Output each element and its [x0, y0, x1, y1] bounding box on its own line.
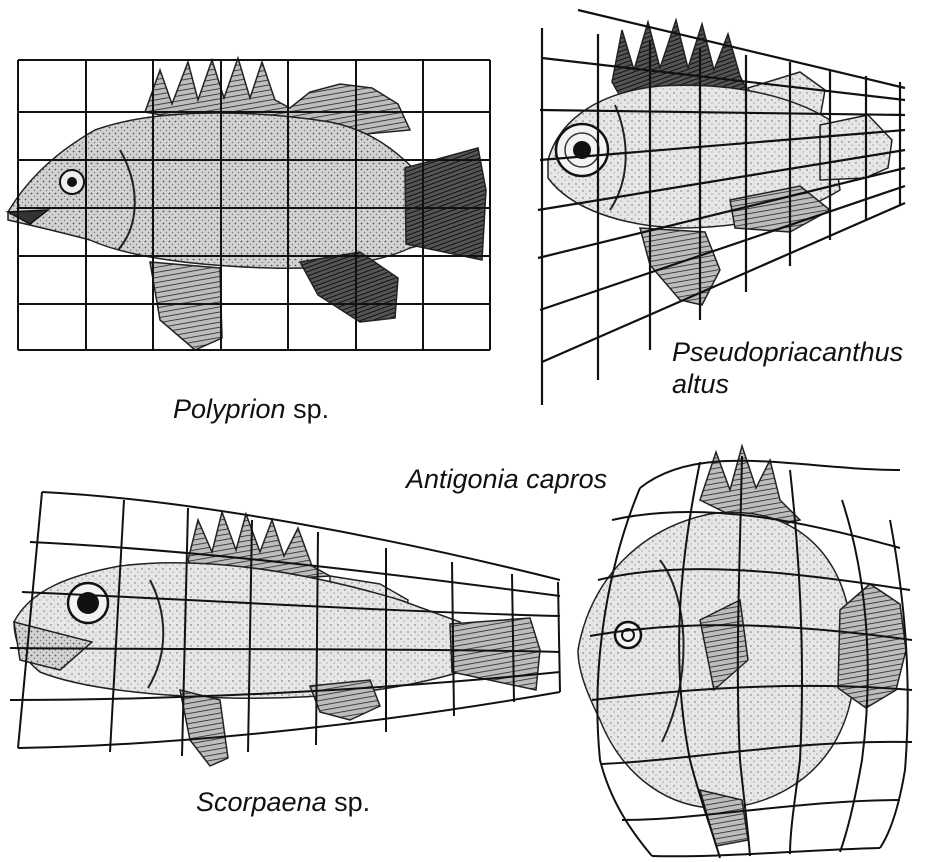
panel-polyprion [8, 58, 490, 350]
pseudopriacanthus-fish [548, 20, 892, 305]
label-pseudopriacanthus-line1: Pseudopriacanthus [672, 337, 903, 367]
label-scorpaena: Scorpaena sp. [196, 786, 370, 818]
label-polyprion-genus: Polyprion [173, 394, 286, 424]
label-pseudopriacanthus: Pseudopriacanthus altus [672, 336, 903, 400]
label-scorpaena-genus: Scorpaena [196, 787, 327, 817]
scorpaena-fish [14, 512, 540, 766]
label-scorpaena-suffix: sp. [327, 787, 371, 817]
label-polyprion: Polyprion sp. [173, 393, 329, 425]
label-antigonia: Antigonia capros [406, 463, 607, 495]
label-pseudopriacanthus-line2: altus [672, 369, 729, 399]
polyprion-fish [8, 58, 486, 350]
label-antigonia-text: Antigonia capros [406, 464, 607, 494]
label-polyprion-suffix: sp. [286, 394, 330, 424]
panel-antigonia [578, 446, 912, 858]
panel-scorpaena [10, 492, 560, 766]
